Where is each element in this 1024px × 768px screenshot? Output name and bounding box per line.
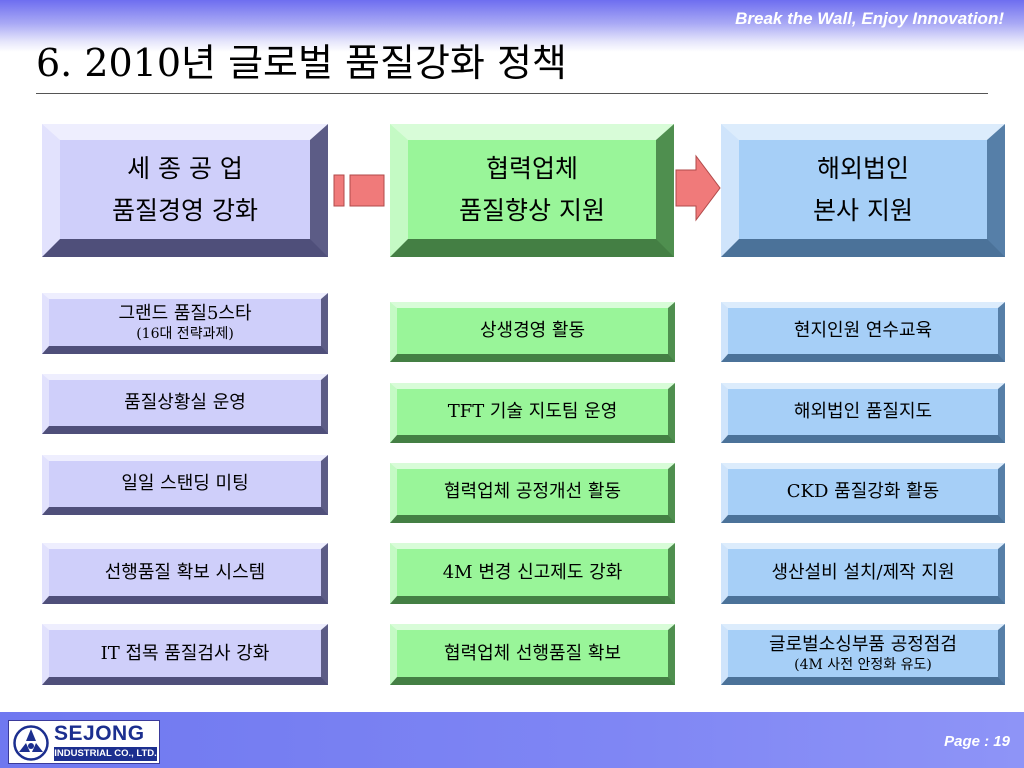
policy-item-box: 현지인원 연수교육 — [721, 302, 1005, 362]
policy-item-label: 협력업체 공정개선 활동 — [443, 481, 622, 502]
policy-item-label: 현지인원 연수교육 — [793, 320, 933, 341]
policy-item-box: 상생경영 활동 — [390, 302, 675, 362]
headline-line-1: 협력업체 — [485, 153, 578, 183]
headline-box-sejong: 세 종 공 업 품질경영 강화 — [42, 124, 328, 257]
policy-item-sublabel: (16대 전략과제) — [136, 325, 234, 342]
policy-item-box: 해외법인 품질지도 — [721, 383, 1005, 443]
policy-item-label: CKD 품질강화 활동 — [786, 481, 940, 502]
headline-box-overseas: 해외법인 본사 지원 — [721, 124, 1005, 257]
policy-item-sublabel: (4M 사전 안정화 유도) — [794, 656, 932, 673]
policy-item-box: 선행품질 확보 시스템 — [42, 543, 328, 604]
policy-item-label: 상생경영 활동 — [479, 320, 586, 341]
headline-line-1: 세 종 공 업 — [127, 153, 243, 183]
page-title: 6. 2010년 글로벌 품질강화 정책 — [36, 41, 567, 85]
policy-item-box: 품질상황실 운영 — [42, 374, 328, 434]
headline-line-2: 본사 지원 — [813, 195, 913, 225]
policy-item-label: 선행품질 확보 시스템 — [104, 561, 266, 583]
policy-item-label: IT 접목 품질검사 강화 — [100, 642, 270, 664]
policy-item-box: TFT 기술 지도팀 운영 — [390, 383, 675, 443]
company-logo: SEJONG INDUSTRIAL CO., LTD. — [8, 720, 160, 764]
title-divider — [36, 93, 988, 94]
footer-banner — [0, 712, 1024, 768]
headline-box-partners: 협력업체 품질향상 지원 — [390, 124, 674, 257]
headline-line-2: 품질향상 지원 — [459, 195, 605, 225]
policy-item-box: 글로벌소싱부품 공정점검 (4M 사전 안정화 유도) — [721, 624, 1005, 685]
block-arrow-icon — [675, 154, 721, 222]
logo-name: SEJONG — [54, 722, 145, 745]
policy-item-box: 그랜드 품질5스타 (16대 전략과제) — [42, 293, 328, 354]
policy-item-box: 협력업체 공정개선 활동 — [390, 463, 675, 523]
top-banner — [0, 0, 1024, 52]
policy-item-box: 생산설비 설치/제작 지원 — [721, 543, 1005, 604]
slogan-text: Break the Wall, Enjoy Innovation! — [735, 9, 1004, 28]
policy-item-label: 품질상황실 운영 — [124, 392, 246, 413]
policy-item-box: 일일 스탠딩 미팅 — [42, 455, 328, 515]
logo-subtitle: INDUSTRIAL CO., LTD. — [54, 747, 157, 761]
policy-item-box: IT 접목 품질검사 강화 — [42, 624, 328, 685]
policy-item-label: 그랜드 품질5스타 — [118, 302, 252, 324]
policy-item-label: 협력업체 선행품질 확보 — [443, 642, 622, 664]
sejong-logo-icon — [13, 725, 49, 761]
headline-line-1: 해외법인 — [816, 153, 909, 183]
policy-item-label: 4M 변경 신고제도 강화 — [442, 561, 623, 583]
policy-item-label: 일일 스탠딩 미팅 — [121, 473, 249, 494]
policy-item-box: 협력업체 선행품질 확보 — [390, 624, 675, 685]
policy-item-label: 글로벌소싱부품 공정점검 — [769, 633, 957, 655]
dashed-arrow-icon — [333, 174, 385, 207]
headline-line-2: 품질경영 강화 — [112, 195, 258, 225]
policy-item-box: 4M 변경 신고제도 강화 — [390, 543, 675, 604]
policy-item-label: 생산설비 설치/제작 지원 — [771, 561, 955, 583]
page-number: Page : 19 — [944, 733, 1010, 750]
policy-item-label: TFT 기술 지도팀 운영 — [447, 401, 618, 422]
policy-item-box: CKD 품질강화 활동 — [721, 463, 1005, 523]
policy-item-label: 해외법인 품질지도 — [793, 401, 933, 422]
